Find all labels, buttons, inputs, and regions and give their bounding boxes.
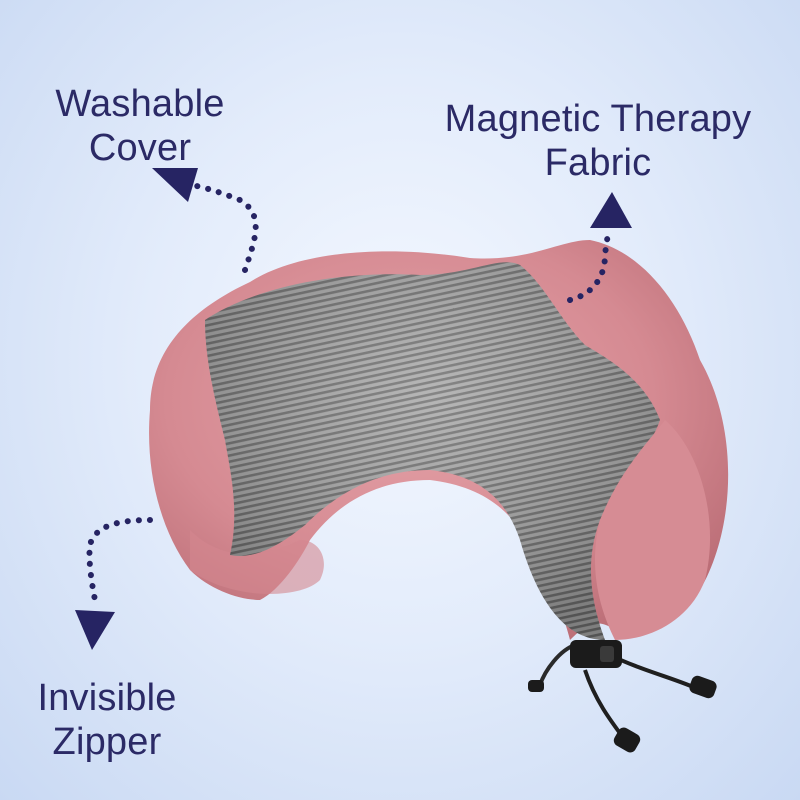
cord-end-right: [689, 675, 717, 699]
label-magnetic-therapy-fabric: Magnetic Therapy Fabric: [418, 97, 778, 185]
neck-pillow: [149, 240, 729, 753]
label-washable-line2: Cover: [88, 127, 192, 169]
pillow-left-lobe: [190, 530, 324, 594]
dotted-arrow-down-icon: [75, 517, 153, 650]
label-washable-line1: Washable: [55, 83, 225, 125]
dotted-arrow-up-left-icon: [152, 168, 259, 273]
label-magnetic-line2: Fabric: [544, 142, 652, 184]
cord-end-bottom: [613, 727, 641, 753]
label-zipper-line1: Invisible: [37, 677, 177, 719]
cord-end-left: [528, 680, 544, 692]
dotted-arrow-up-icon: [567, 192, 632, 303]
label-zipper-line2: Zipper: [52, 721, 162, 763]
cord-lock: [570, 640, 622, 668]
pillow-right-lobe: [595, 420, 711, 640]
zipper-toggle: [528, 640, 717, 753]
label-invisible-zipper: Invisible Zipper: [22, 676, 192, 764]
label-washable-cover: Washable Cover: [40, 82, 240, 170]
label-magnetic-line1: Magnetic Therapy: [444, 98, 752, 140]
pillow-mesh-shade: [205, 262, 660, 640]
